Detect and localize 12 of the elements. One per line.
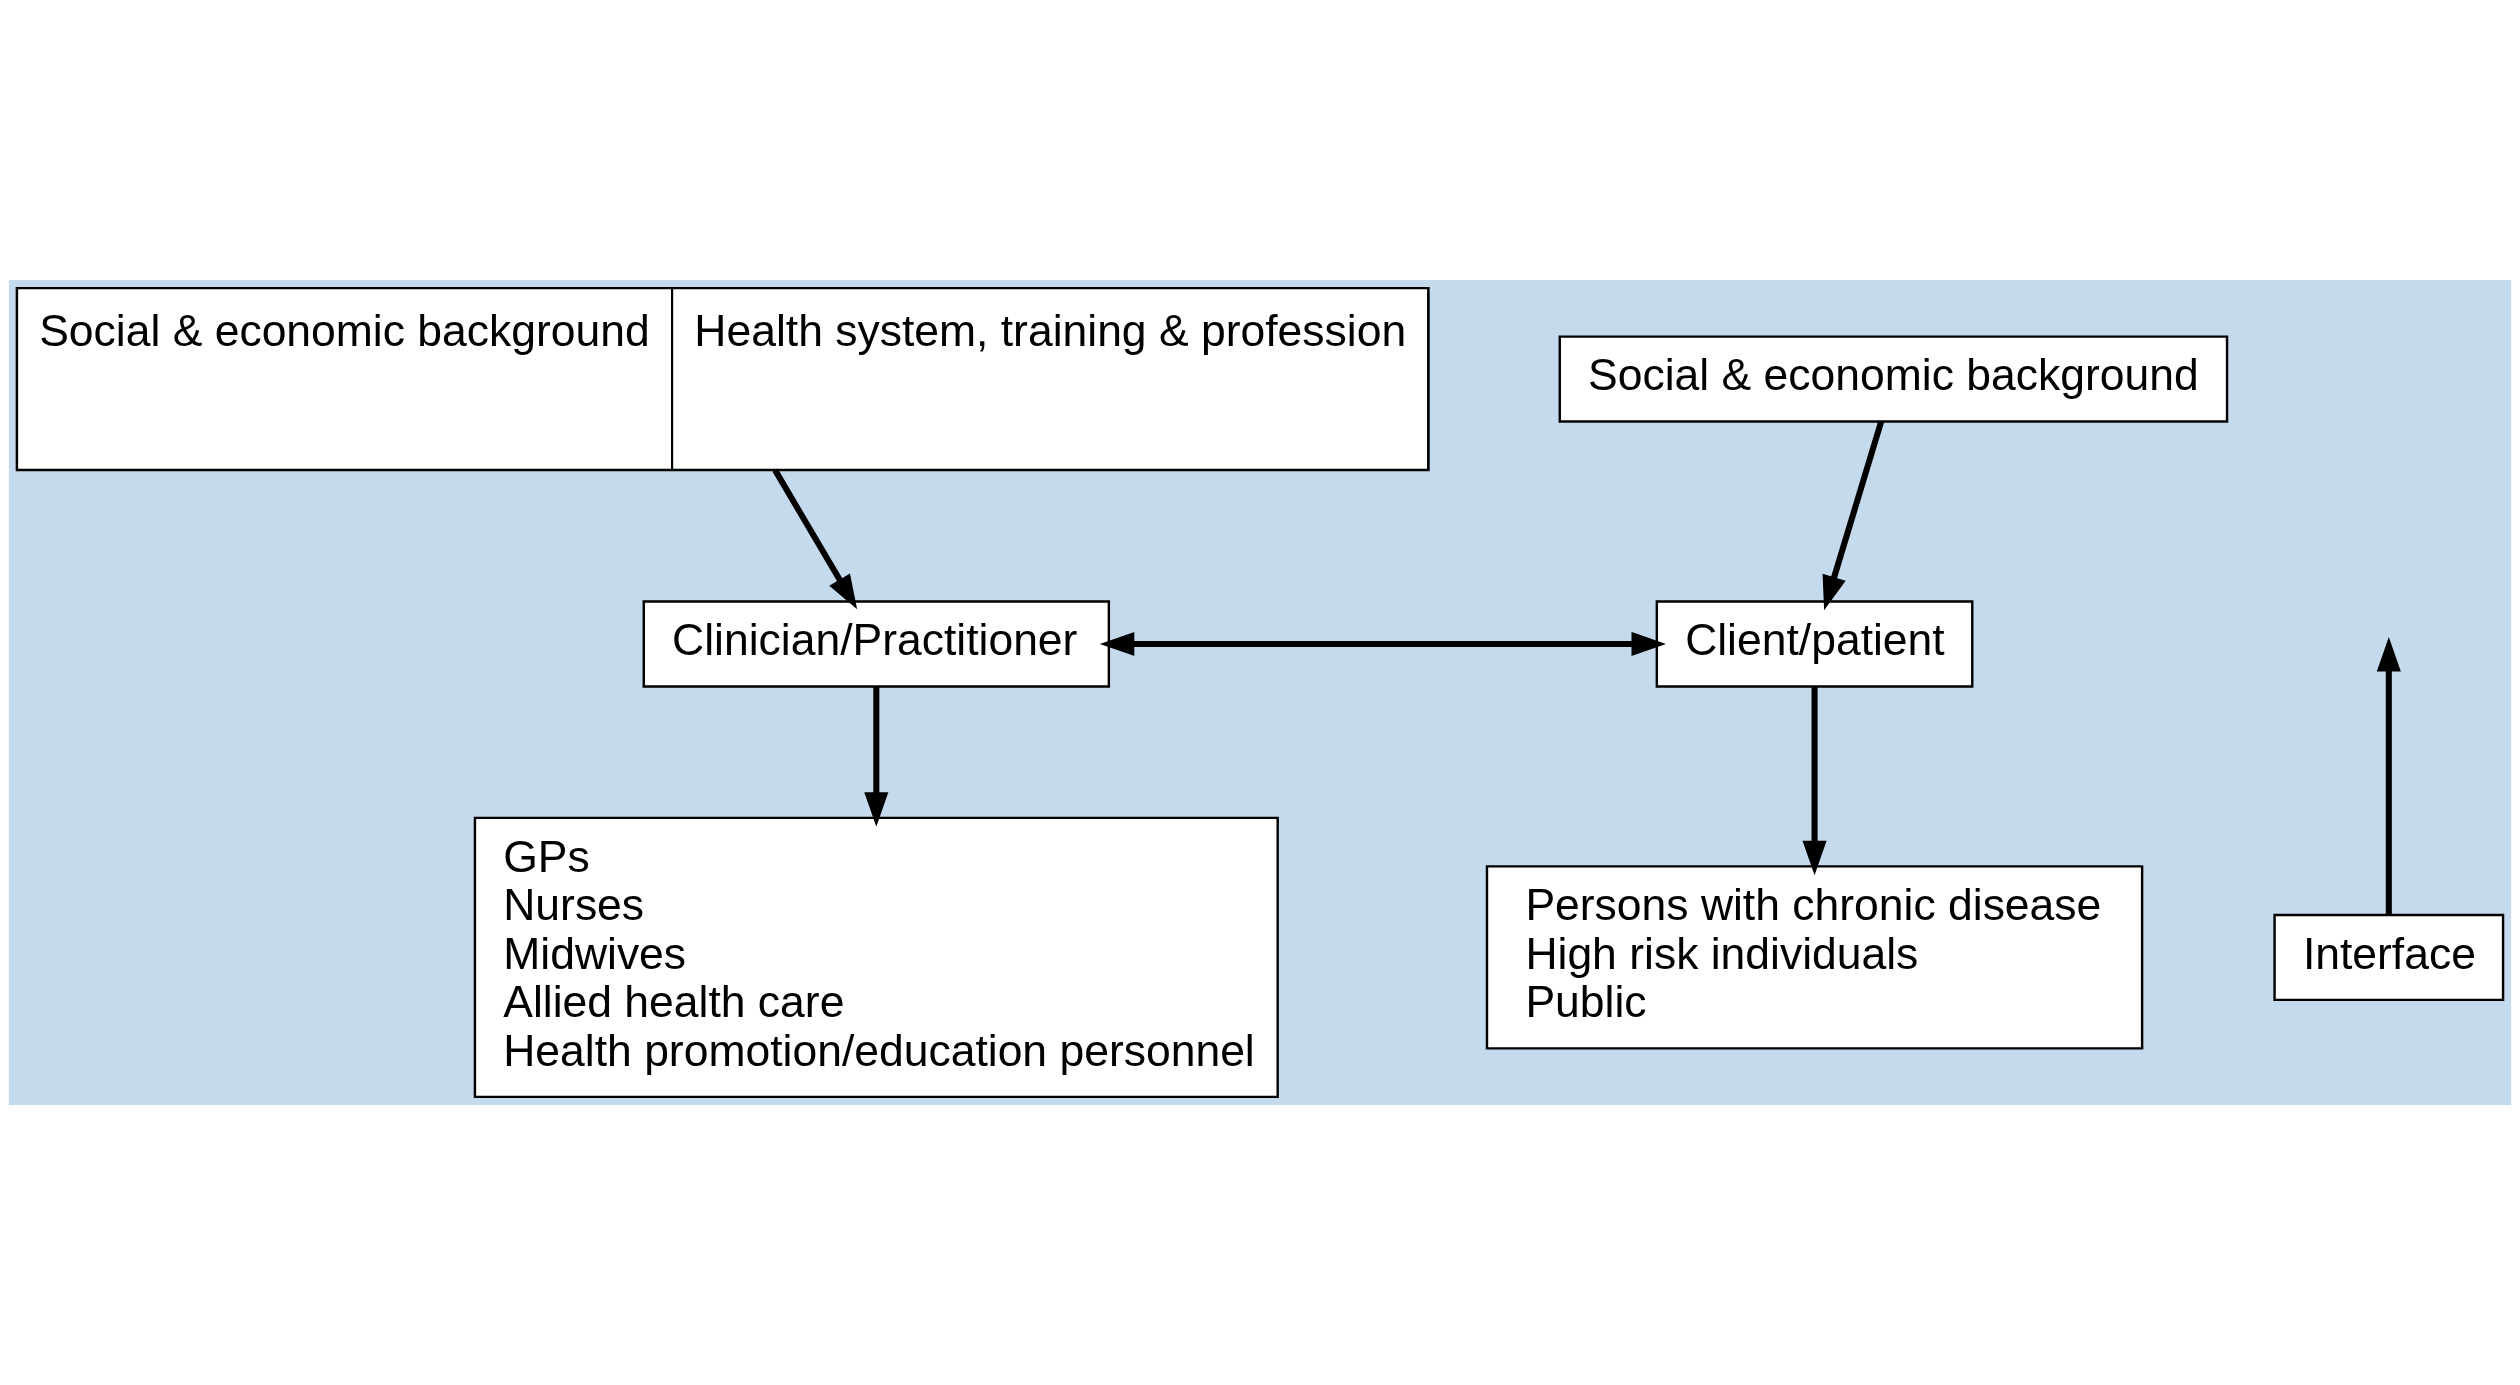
arrow (864, 686, 889, 827)
node-box: GPs Nurses Midwives Allied health care Health promotion/education personnel (473, 816, 1279, 1099)
node-box: Social & economic background (1558, 335, 2229, 423)
arrow (2376, 637, 2401, 915)
node-box: Persons with chronic disease High risk individuals Public (1485, 865, 2144, 1050)
arrow (1802, 686, 1827, 876)
arrow (772, 468, 858, 610)
node-box: Clinician/Practitioner (642, 600, 1111, 688)
arrow (1822, 421, 1884, 611)
arrow (1099, 631, 1666, 657)
node-box: Client/patient (1655, 600, 1974, 688)
node-box: Interface (2273, 913, 2505, 1002)
